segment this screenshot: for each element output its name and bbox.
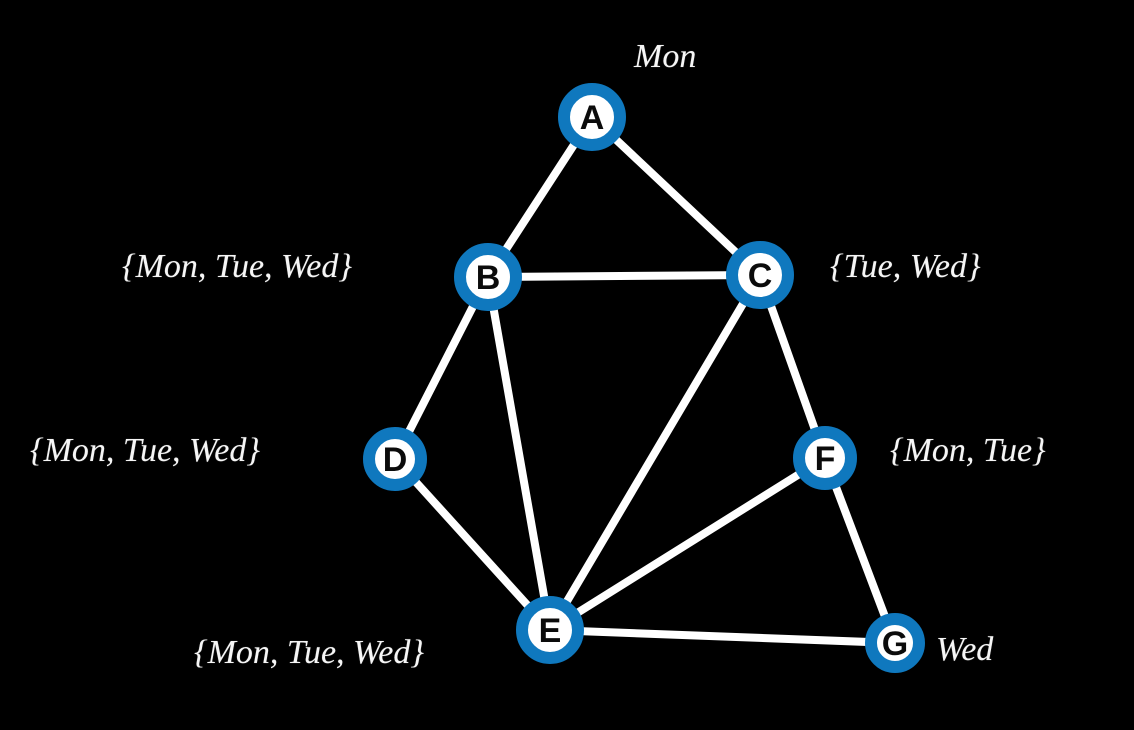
domain-label-c: {Tue, Wed} — [830, 248, 981, 285]
edge-c-e — [546, 271, 764, 634]
domain-label-g: Wed — [936, 631, 994, 668]
node-circle-e — [516, 596, 584, 664]
node-circle-a — [558, 83, 626, 151]
node-label-a: A — [580, 99, 605, 137]
domain-label-f: {Mon, Tue} — [890, 432, 1046, 469]
node-label-f: F — [815, 440, 836, 478]
node-f[interactable]: F — [793, 426, 857, 490]
edge-e-f — [546, 454, 829, 634]
domain-label-b: {Mon, Tue, Wed} — [122, 248, 352, 285]
node-circle-f — [793, 426, 857, 490]
edge-a-c — [588, 113, 764, 279]
edge-b-d — [391, 273, 492, 463]
domain-label-e: {Mon, Tue, Wed} — [194, 634, 424, 671]
node-e[interactable]: E — [516, 596, 584, 664]
node-circle-g — [865, 613, 925, 673]
edge-f-g — [821, 454, 899, 647]
node-label-c: C — [748, 257, 773, 295]
node-label-b: B — [476, 259, 501, 297]
node-label-d: D — [383, 441, 408, 479]
edges-group — [391, 113, 899, 647]
node-b[interactable]: B — [454, 243, 522, 311]
domain-label-a: Mon — [634, 38, 697, 75]
edge-d-e — [391, 455, 554, 634]
node-label-g: G — [882, 625, 908, 663]
nodes-group: A B C D E F G — [363, 83, 925, 673]
node-label-e: E — [539, 612, 562, 650]
node-circle-b — [454, 243, 522, 311]
edge-b-e — [484, 273, 554, 634]
node-a[interactable]: A — [558, 83, 626, 151]
node-g[interactable]: G — [865, 613, 925, 673]
node-c[interactable]: C — [726, 241, 794, 309]
node-circle-c — [726, 241, 794, 309]
domain-label-d: {Mon, Tue, Wed} — [30, 432, 260, 469]
edge-e-g — [546, 626, 899, 647]
edge-b-c — [484, 271, 764, 281]
node-d[interactable]: D — [363, 427, 427, 491]
node-circle-d — [363, 427, 427, 491]
